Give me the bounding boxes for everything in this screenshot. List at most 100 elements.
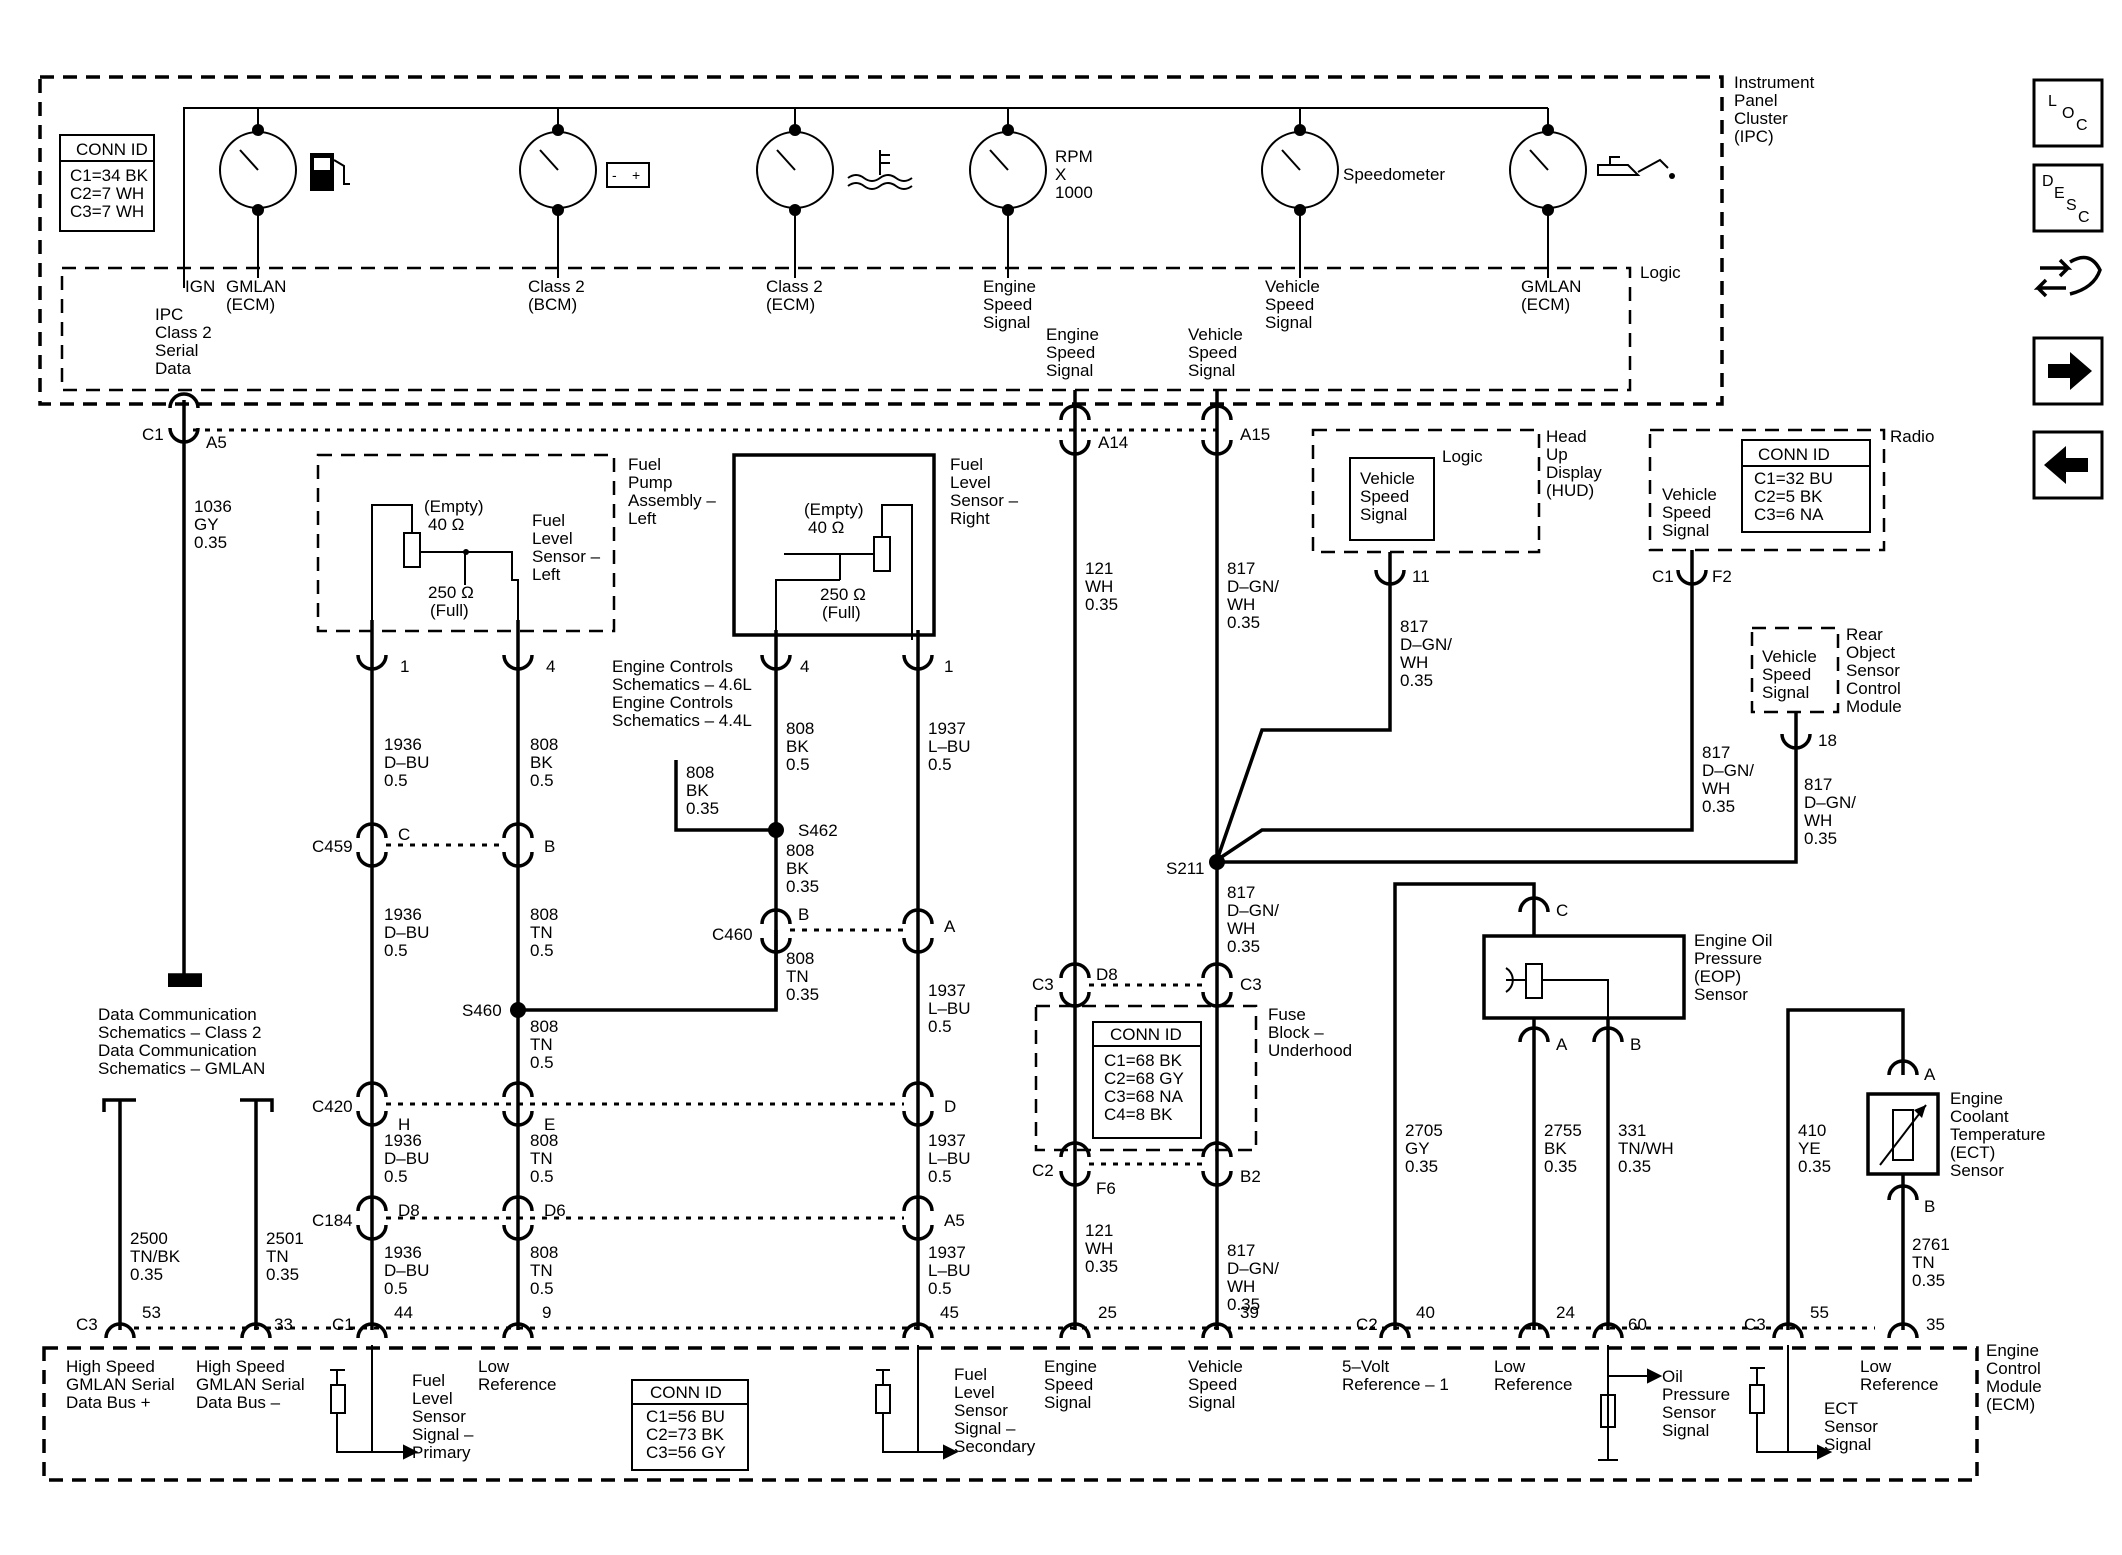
label-wires-w1936b-1: D–BU [384, 923, 429, 942]
label-fuel_right-full: (Full) [822, 603, 861, 622]
label-fuel_right-title-3: Right [950, 509, 990, 528]
coolant-temp-gauge [756, 124, 834, 216]
label-ecm-five_volt-1: Reference – 1 [1342, 1375, 1449, 1394]
label-ecm-low_ref_2-1: Reference [1494, 1375, 1572, 1394]
desc-letter-e: E [2054, 185, 2065, 202]
label-fuel_left-full: (Full) [430, 601, 469, 620]
label-eop-title-3: Sensor [1694, 985, 1748, 1004]
battery-icon: -+ [606, 162, 650, 188]
label-ecm-title-1: Control [1986, 1359, 2041, 1378]
label-wires-w817a-2: WH [1227, 595, 1255, 614]
component-swap-icon[interactable] [2033, 255, 2102, 298]
label-ecm-title-0: Engine [1986, 1341, 2039, 1360]
label-wires-w1936d-2: 0.5 [384, 1279, 408, 1298]
label-ipc-conn-0: C1=34 BK [70, 166, 149, 185]
label-engine_controls_ref-3: Schematics – 4.4L [612, 711, 752, 730]
label-wires-w808f-1: BK [786, 737, 809, 756]
label-ecm-fuel_secondary-4: Secondary [954, 1437, 1036, 1456]
label-ecm-p40: 40 [1416, 1303, 1435, 1322]
label-ecm-p35: 35 [1926, 1315, 1945, 1334]
label-fuel_right-pin1: 1 [944, 657, 953, 676]
label-ecm-conn_header: CONN ID [650, 1383, 722, 1402]
label-wires-w808e-0: 808 [530, 1243, 558, 1262]
label-c460-name: C460 [712, 925, 753, 944]
desc-letter-s: S [2066, 197, 2077, 214]
nav-prev-button[interactable] [2032, 430, 2104, 500]
ipc-module: -+ [38, 75, 1724, 406]
label-ecm-hs_minus-1: GMLAN Serial [196, 1375, 305, 1394]
label-c184-d8a: D8 [398, 1201, 420, 1220]
label-wires-w2501-0: 2501 [266, 1229, 304, 1248]
label-fuse_block-title-1: Block – [1268, 1023, 1324, 1042]
label-radio-conn-1: C2=5 BK [1754, 487, 1823, 506]
label-wires-w808i-0: 808 [786, 949, 814, 968]
label-rear_object-signal-2: Signal [1762, 683, 1809, 702]
label-ecm-vehicle_speed-0: Vehicle [1188, 1357, 1243, 1376]
label-radio-signal-2: Signal [1662, 521, 1709, 540]
label-wires-w331-0: 331 [1618, 1121, 1646, 1140]
eop-sensor [1482, 896, 1686, 1043]
tachometer-gauge [969, 124, 1047, 216]
label-fuel_left-sensor-2: Sensor – [532, 547, 601, 566]
label-rear_object-title-3: Control [1846, 679, 1901, 698]
label-wires-w808c-2: 0.5 [530, 1053, 554, 1072]
label-ipc-ign: IGN [185, 277, 215, 296]
label-ecm-oil_pressure-3: Signal [1662, 1421, 1709, 1440]
label-wires-w817a-3: 0.35 [1227, 613, 1260, 632]
label-fuel_right-ohm40: 40 Ω [808, 518, 844, 537]
label-wires-w1937c-1: L–BU [928, 1149, 971, 1168]
label-fuse_block-d8: D8 [1096, 965, 1118, 984]
label-radio-conn-0: C1=32 BU [1754, 469, 1833, 488]
nav-next-button[interactable] [2032, 336, 2104, 406]
label-wires-w808b-0: 808 [530, 905, 558, 924]
label-wires-w817b-3: 0.35 [1400, 671, 1433, 690]
label-ipc-gmlan_ecm_1-0: GMLAN [226, 277, 286, 296]
label-fuel_left-ohm250: 250 Ω [428, 583, 474, 602]
label-ipc-title-2: Cluster [1734, 109, 1788, 128]
label-ipc-engine_speed_out-1: Speed [1046, 343, 1095, 362]
label-fuel_left-pin1: 1 [400, 657, 409, 676]
label-ecm-p55: 55 [1810, 1303, 1829, 1322]
label-c420-h: H [398, 1115, 410, 1134]
label-wires-w1937d-2: 0.5 [928, 1279, 952, 1298]
label-eop-c: C [1556, 901, 1568, 920]
label-wires-w808e-1: TN [530, 1261, 553, 1280]
label-wires-w1936c-1: D–BU [384, 1149, 429, 1168]
label-ecm-p24: 24 [1556, 1303, 1575, 1322]
label-rear_object-title-1: Object [1846, 643, 1895, 662]
label-wires-w817b-0: 817 [1400, 617, 1428, 636]
label-ecm-p33: 33 [274, 1315, 293, 1334]
label-fuel_left-sensor-3: Left [532, 565, 561, 584]
svg-text:+: + [632, 167, 640, 183]
label-rear_object-title-0: Rear [1846, 625, 1883, 644]
label-fuse_block-c3a: C3 [1032, 975, 1054, 994]
splice-s462 [768, 822, 784, 838]
label-ecm-oil_pressure-1: Pressure [1662, 1385, 1730, 1404]
conn-a15 [1201, 404, 1233, 456]
nav-loc-button[interactable]: L O C [2032, 78, 2104, 148]
nav-desc-button[interactable]: D E S C [2032, 163, 2104, 233]
label-splices-s211: S211 [1166, 859, 1204, 878]
label-ecm-c3b: C3 [1744, 1315, 1766, 1334]
label-ecm-p9: 9 [542, 1303, 551, 1322]
label-ipc-conn-1: C2=7 WH [70, 184, 144, 203]
label-rear_object-title-2: Sensor [1846, 661, 1900, 680]
label-ecm-c2: C2 [1356, 1315, 1378, 1334]
label-fuel_left-title-3: Left [628, 509, 657, 528]
label-fuel_right-title-0: Fuel [950, 455, 983, 474]
label-ecm-fuel_primary-1: Level [412, 1389, 453, 1408]
label-ecm-low_ref_2-0: Low [1494, 1357, 1526, 1376]
label-ecm-p53: 53 [142, 1303, 161, 1322]
label-ecm-oil_pressure-2: Sensor [1662, 1403, 1716, 1422]
label-wires-w808i-2: 0.35 [786, 985, 819, 1004]
label-wires-w808c-0: 808 [530, 1017, 558, 1036]
label-wires-w2501-2: 0.35 [266, 1265, 299, 1284]
label-wires-w1036-1: GY [194, 515, 219, 534]
label-hud-title-1: Up [1546, 445, 1568, 464]
label-fuel_right-title-2: Sensor – [950, 491, 1019, 510]
label-fuel_right-ohm250: 250 Ω [820, 585, 866, 604]
label-wires-w2761-0: 2761 [1912, 1235, 1950, 1254]
label-wires-w808c-1: TN [530, 1035, 553, 1054]
label-ipc-conn-2: C3=7 WH [70, 202, 144, 221]
